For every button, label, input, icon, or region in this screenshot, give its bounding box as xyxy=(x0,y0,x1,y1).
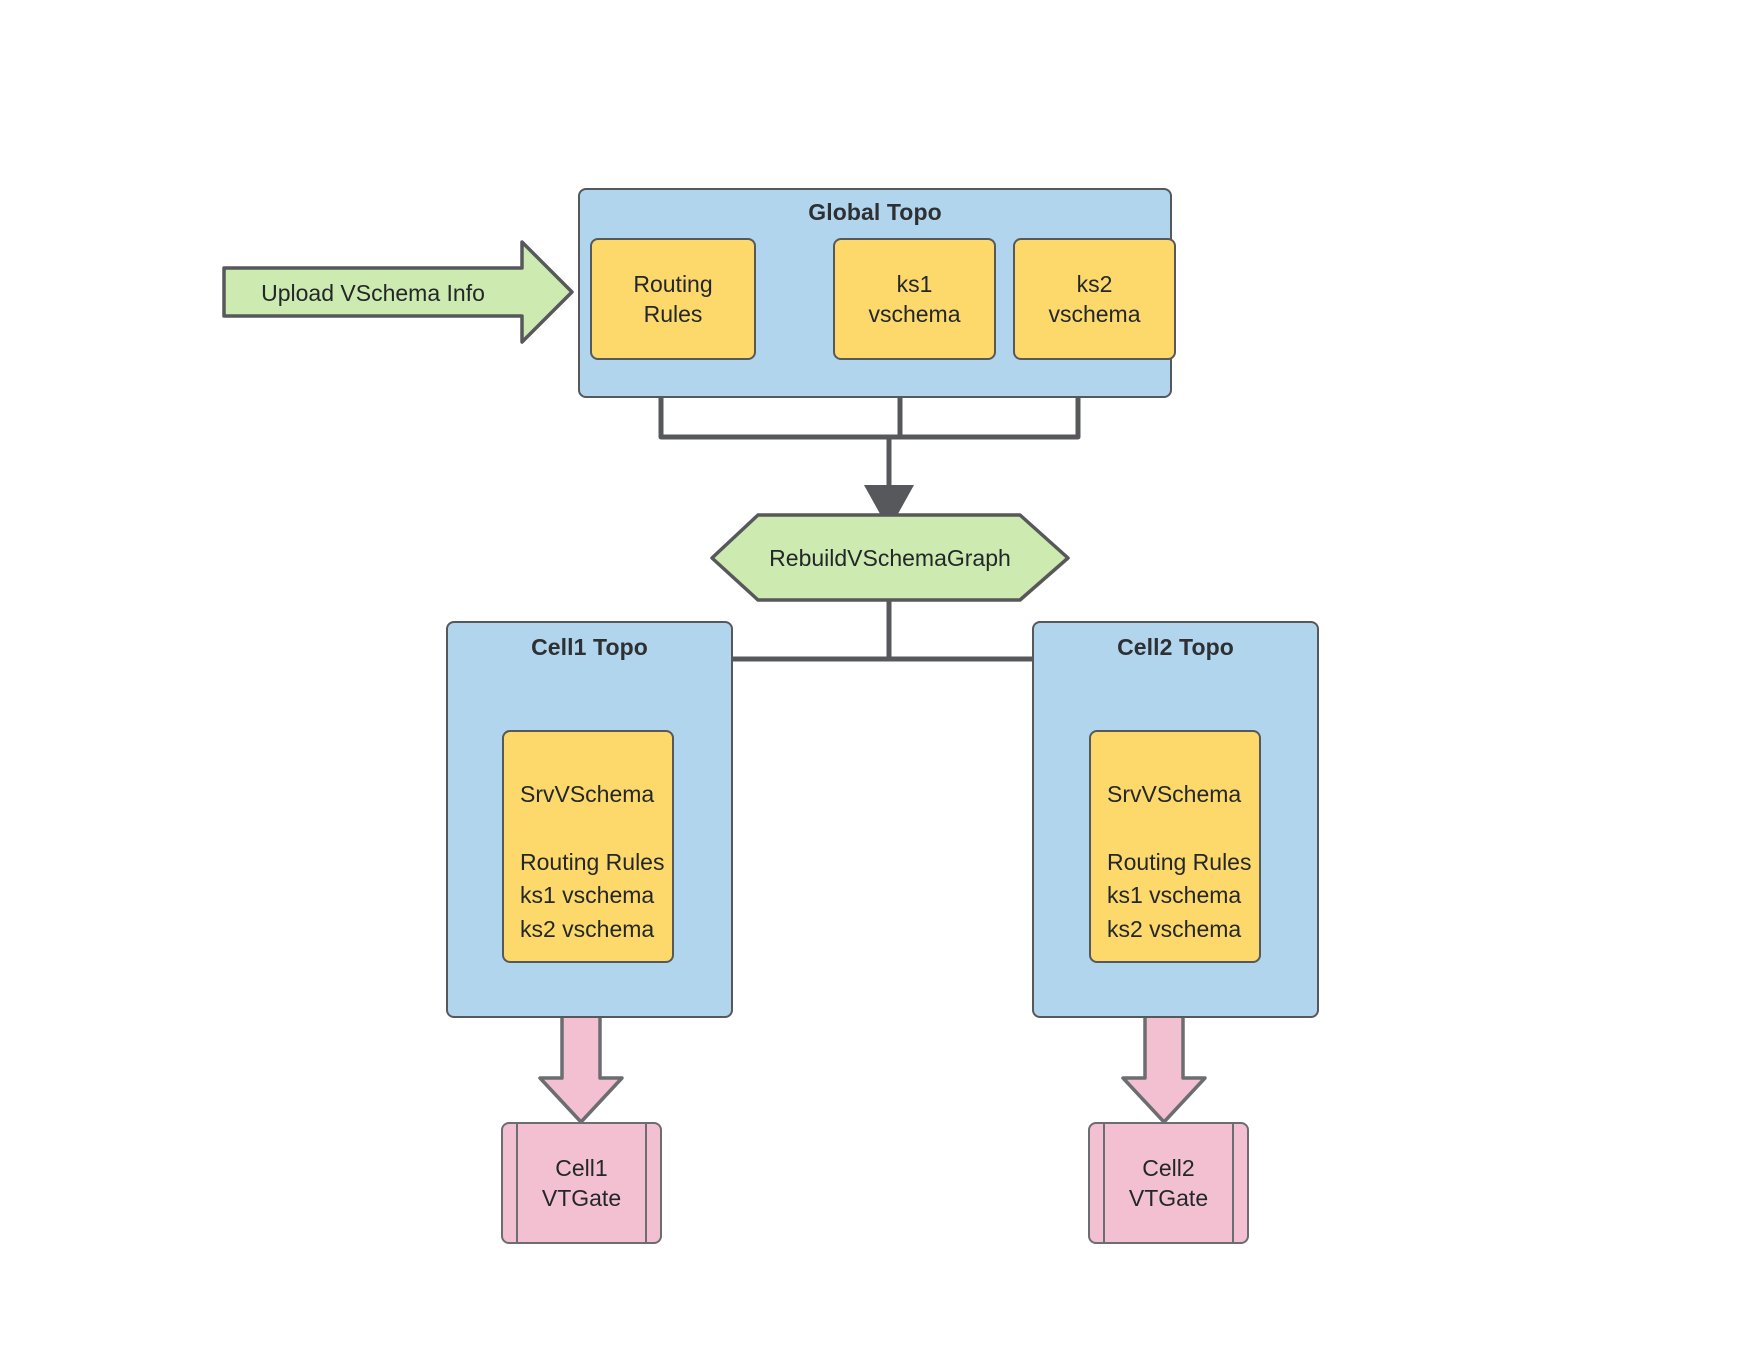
cell2-vtgate-label: Cell2 VTGate xyxy=(1128,1154,1209,1211)
global-topo-box-ks1-vschema[interactable]: ks1 vschema xyxy=(833,238,996,360)
cell2-topo-title: Cell2 Topo xyxy=(1117,634,1234,660)
cell1-srvvschema-box[interactable]: SrvVSchema Routing Rules ks1 vschema ks2… xyxy=(502,730,674,963)
rebuild-vschema-graph-shape xyxy=(710,513,1070,602)
cell1-vtgate-box[interactable]: Cell1 VTGate xyxy=(501,1122,662,1244)
upload-vschema-label: Upload VSchema Info xyxy=(261,280,485,306)
vtgate-left-bar xyxy=(1103,1124,1105,1242)
global-topo-box-ks2-vschema[interactable]: ks2 vschema xyxy=(1013,238,1176,360)
global-topo-title: Global Topo xyxy=(808,199,942,225)
vtgate-right-bar xyxy=(1232,1124,1234,1242)
vtgate-left-bar xyxy=(516,1124,518,1242)
vtgate-right-bar xyxy=(645,1124,647,1242)
cell1-vtgate-label: Cell1 VTGate xyxy=(541,1154,622,1211)
cell2-vtgate-box[interactable]: Cell2 VTGate xyxy=(1088,1122,1249,1244)
cell1-topo-title: Cell1 Topo xyxy=(531,634,648,660)
cell2-srvvschema-box[interactable]: SrvVSchema Routing Rules ks1 vschema ks2… xyxy=(1089,730,1261,963)
global-topo-box-routing-rules[interactable]: Routing Rules xyxy=(590,238,756,360)
rebuild-vschema-graph-label: RebuildVSchemaGraph xyxy=(769,545,1011,571)
upload-vschema-arrow-shape xyxy=(222,240,574,344)
